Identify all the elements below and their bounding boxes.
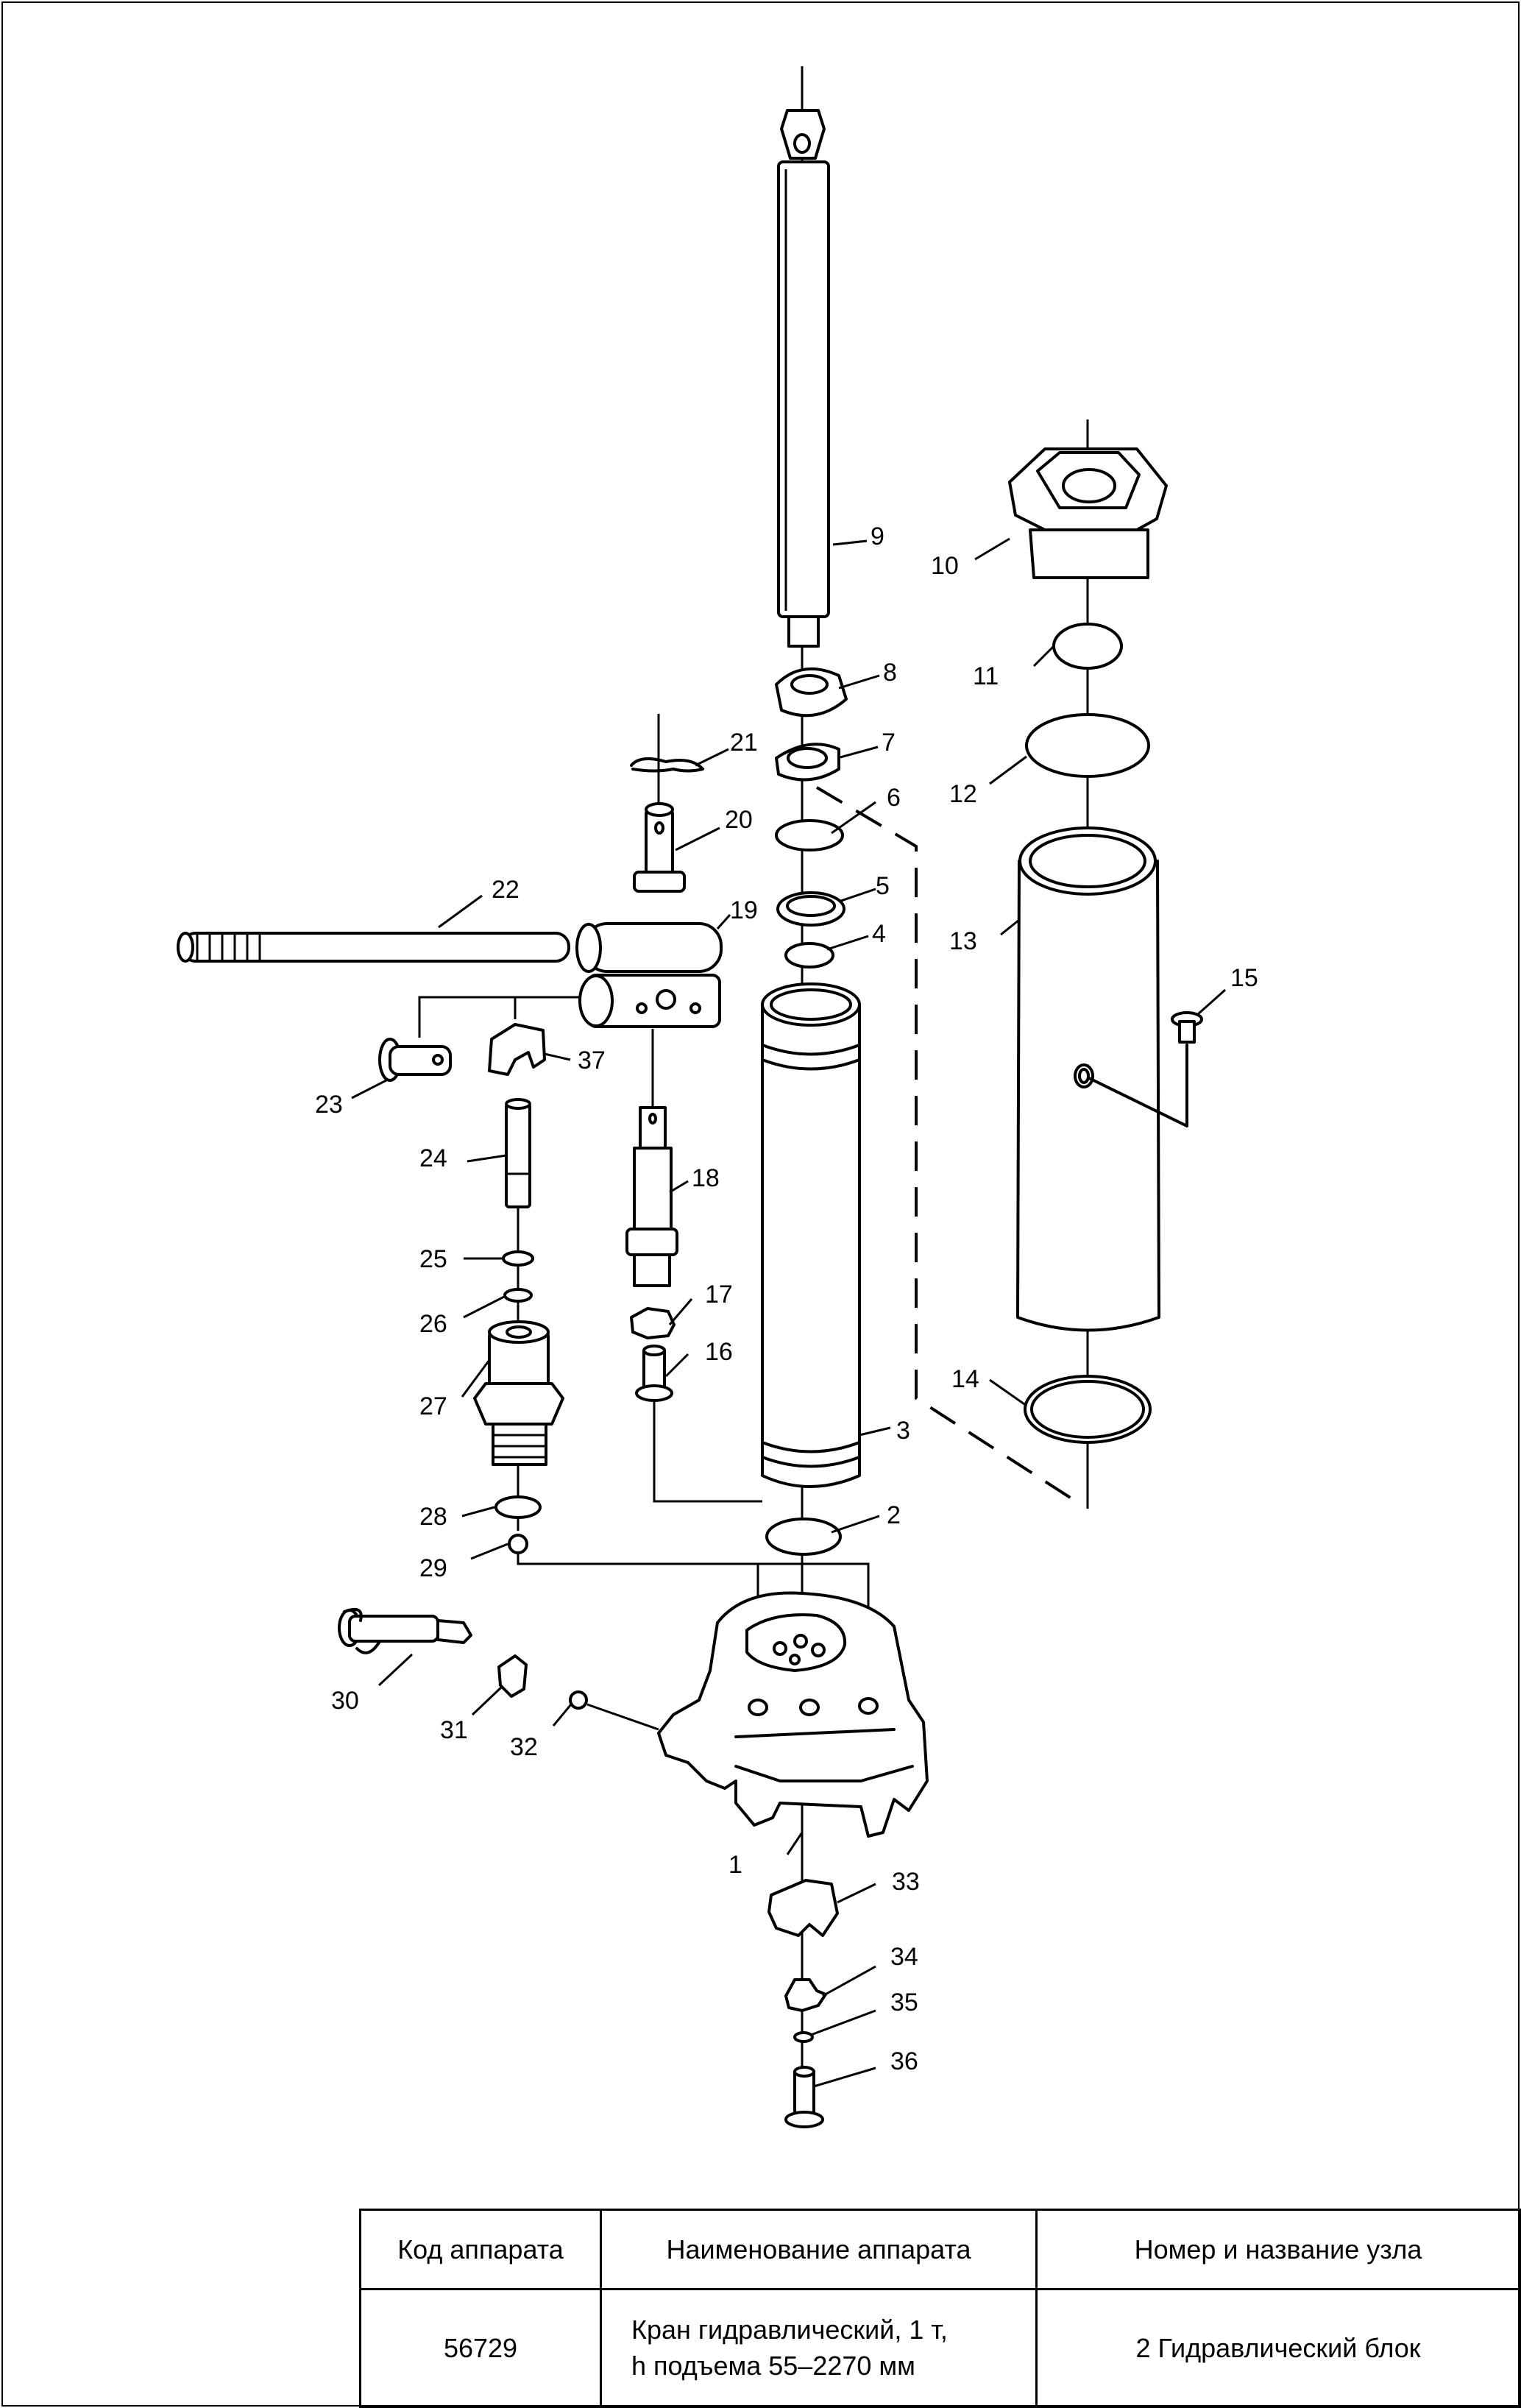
part-16-screw	[635, 1345, 762, 1503]
part-36-pin	[784, 2066, 824, 2128]
part-7-nut	[775, 743, 840, 782]
callout-28: 28	[419, 1503, 447, 1531]
part-23-pin	[378, 1038, 452, 1082]
callout-3: 3	[896, 1417, 910, 1445]
part-9-piston-rod	[777, 109, 830, 648]
callout-17: 17	[705, 1281, 733, 1309]
title-block: Код аппарата Наименование аппарата Номер…	[359, 2209, 1521, 2408]
callout-14: 14	[951, 1365, 979, 1393]
callout-25: 25	[419, 1245, 447, 1273]
leader-lines	[351, 537, 1226, 2088]
title-block-header-row: Код аппарата Наименование аппарата Номер…	[359, 2209, 1521, 2290]
part-11-ring	[1052, 623, 1123, 670]
value-name: Кран гидравлический, 1 т, h подъема 55–2…	[600, 2288, 1038, 2408]
callout-8: 8	[883, 659, 897, 687]
part-18-plunger	[625, 1029, 678, 1287]
callout-5: 5	[876, 872, 890, 900]
part-22-handle	[177, 932, 570, 963]
callout-7: 7	[882, 729, 896, 757]
callout-4: 4	[872, 920, 886, 948]
callout-32: 32	[510, 1733, 538, 1761]
callout-20: 20	[725, 806, 753, 834]
part-33-clip	[767, 1879, 839, 1937]
part-17-nut	[630, 1307, 676, 1339]
header-assembly: Номер и название узла	[1035, 2209, 1521, 2290]
callout-numbers: 1 2 3 4 5 6 7 8 9 10 11 12 13 14 15 16 1…	[315, 523, 1258, 2075]
callout-9: 9	[871, 523, 884, 550]
part-31-seal	[497, 1654, 528, 1698]
part-15-screw	[1088, 1011, 1203, 1127]
callout-37: 37	[578, 1047, 606, 1074]
callout-6: 6	[887, 784, 901, 812]
part-2-seal	[765, 1518, 842, 1556]
part-3-inner-cylinder	[761, 982, 861, 1488]
exploded-view-drawing: 1 2 3 4 5 6 7 8 9 10 11 12 13 14 15 16 1…	[177, 66, 1258, 2128]
callout-24: 24	[419, 1144, 447, 1172]
value-code: 56729	[359, 2288, 602, 2408]
part-20-pin	[633, 802, 686, 893]
part-29-ball	[508, 1534, 528, 1554]
part-30-valve-pin	[338, 1608, 472, 1654]
callout-35: 35	[890, 1989, 918, 2016]
part-13-outer-tube	[1016, 826, 1160, 1332]
header-name: Наименование аппарата	[600, 2209, 1038, 2290]
header-code: Код аппарата	[359, 2209, 602, 2290]
value-name-line1: Кран гидравлический, 1 т,	[631, 2314, 948, 2345]
part-5-seal	[776, 891, 845, 927]
value-name-line2: h подъема 55–2270 мм	[631, 2350, 915, 2381]
callout-33: 33	[892, 1868, 920, 1896]
value-assembly: 2 Гидравлический блок	[1035, 2288, 1521, 2408]
part-4-seal	[784, 942, 834, 968]
callout-15: 15	[1230, 964, 1258, 992]
callout-26: 26	[419, 1310, 447, 1338]
part-10-cap-nut	[1008, 447, 1168, 579]
callout-2: 2	[887, 1501, 901, 1529]
callout-11: 11	[973, 662, 999, 690]
part-6-ring	[775, 819, 844, 851]
part-1-base	[657, 1591, 929, 1838]
callout-30: 30	[331, 1687, 359, 1715]
part-12-ring	[1025, 713, 1150, 778]
callout-10: 10	[931, 552, 959, 580]
callout-34: 34	[890, 1943, 918, 1971]
callout-22: 22	[492, 876, 520, 904]
callout-36: 36	[890, 2047, 918, 2075]
part-14-ring	[1024, 1375, 1152, 1444]
part-35-ring	[793, 2031, 814, 2043]
callout-12: 12	[949, 780, 977, 808]
part-34-nut	[784, 1978, 827, 2012]
part-21-clip	[630, 757, 704, 773]
callout-29: 29	[419, 1554, 447, 1582]
part-24-piston	[505, 1098, 531, 1208]
callout-16: 16	[705, 1338, 733, 1366]
part-27-pump-body	[473, 1320, 564, 1466]
callout-13: 13	[949, 927, 977, 955]
part-26-ring	[503, 1288, 533, 1303]
part-28-ring	[494, 1495, 542, 1519]
callout-1: 1	[728, 1851, 742, 1879]
callout-27: 27	[419, 1392, 447, 1420]
title-block-value-row: 56729 Кран гидравлический, 1 т, h подъем…	[359, 2288, 1521, 2408]
callout-18: 18	[692, 1164, 720, 1192]
callout-31: 31	[440, 1716, 468, 1744]
callout-23: 23	[315, 1091, 343, 1119]
part-8-washer	[775, 667, 848, 718]
callout-21: 21	[730, 729, 758, 757]
part-19-lever-housing	[575, 922, 723, 1028]
part-25-ring	[502, 1250, 534, 1267]
part-32-ball	[569, 1690, 588, 1710]
part-37-clip	[488, 1023, 546, 1076]
callout-19: 19	[730, 896, 758, 924]
